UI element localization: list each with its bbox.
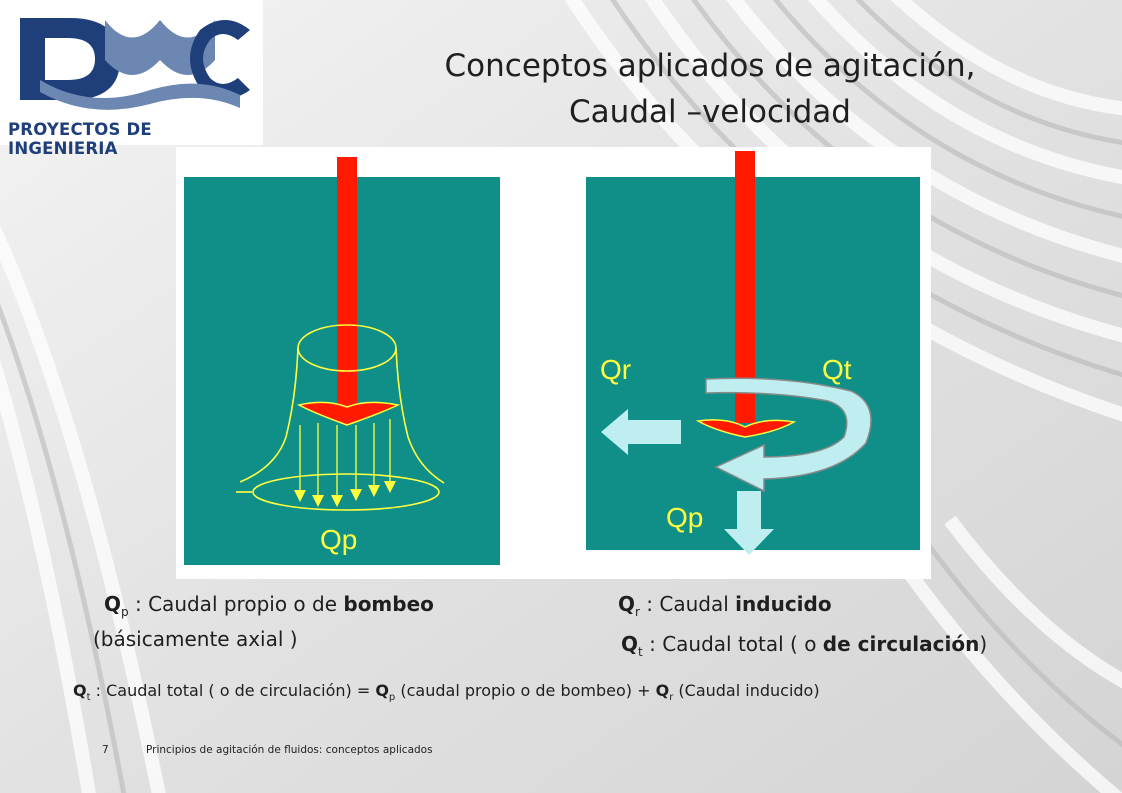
- qr-caption-bold: inducido: [735, 592, 832, 616]
- qt-caption-text: : Caudal total ( o: [642, 632, 823, 656]
- slide-title-line2: Caudal –velocidad: [569, 94, 851, 130]
- formula-qt-text: : Caudal total ( o de circulación) =: [90, 681, 376, 700]
- formula-qp-text: (caudal propio o de bombeo) +: [395, 681, 656, 700]
- footer-text: Principios de agitación de fluidos: conc…: [146, 744, 433, 756]
- left-qp-label: Qp: [320, 524, 357, 555]
- qp-down-arrow: [724, 491, 774, 555]
- qp-caption: Qp : Caudal propio o de bombeo: [104, 592, 434, 619]
- page-number: 7: [102, 744, 109, 756]
- right-impeller: [695, 419, 797, 438]
- formula-qt-symbol: Q: [73, 681, 87, 700]
- qt-subscript: t: [638, 645, 643, 659]
- qr-subscript: r: [635, 605, 640, 619]
- qr-caption-text: : Caudal: [639, 592, 736, 616]
- right-qt-label: Qt: [822, 354, 852, 385]
- left-tank-diagram: Qp: [184, 157, 500, 565]
- formula-qr-sub: r: [669, 692, 674, 704]
- left-impeller: [296, 401, 401, 426]
- qt-circulation-arrow: [705, 377, 872, 493]
- right-qr-label: Qr: [600, 354, 631, 385]
- agitation-flow-diagram: Qp Qr Qt Qp: [176, 147, 931, 579]
- flow-formula: Qt : Caudal total ( o de circulación) = …: [73, 681, 820, 703]
- qr-symbol: Q: [618, 592, 636, 616]
- right-shaft: [735, 151, 755, 423]
- qp-caption-text: : Caudal propio o de: [128, 592, 344, 616]
- qt-symbol: Q: [621, 632, 639, 656]
- qr-caption: Qr : Caudal inducido: [618, 592, 832, 619]
- dmc-logo-mark: [20, 18, 250, 110]
- left-axial-flow-lines: [299, 419, 391, 501]
- left-flow-arrowheads: [294, 481, 396, 507]
- qr-arrow: [601, 409, 681, 455]
- right-qp-label: Qp: [666, 502, 703, 533]
- qp-symbol: Q: [104, 592, 122, 616]
- qt-caption-bold: de circulación: [822, 632, 980, 656]
- formula-qp-symbol: Q: [375, 681, 389, 700]
- formula-qp-sub: p: [388, 692, 396, 704]
- left-flow-envelope: [236, 324, 445, 511]
- right-tank-diagram: Qr Qt Qp: [586, 151, 920, 555]
- formula-qr-symbol: Q: [655, 681, 670, 700]
- formula-qr-text: (Caudal inducido): [673, 681, 820, 700]
- qt-caption: Qt : Caudal total ( o de circulación): [621, 632, 987, 659]
- logo-text: PROYECTOS DE INGENIERIA: [8, 120, 152, 158]
- formula-qt-sub: t: [86, 692, 91, 704]
- company-logo: PROYECTOS DE INGENIERIA: [0, 0, 263, 158]
- qp-caption-line2: (básicamente axial ): [93, 627, 298, 651]
- left-shaft: [337, 157, 357, 407]
- qp-subscript: p: [121, 605, 129, 619]
- qt-caption-close: ): [979, 632, 988, 656]
- slide-title-line1: Conceptos aplicados de agitación,: [444, 48, 976, 84]
- qp-caption-bold: bombeo: [343, 592, 434, 616]
